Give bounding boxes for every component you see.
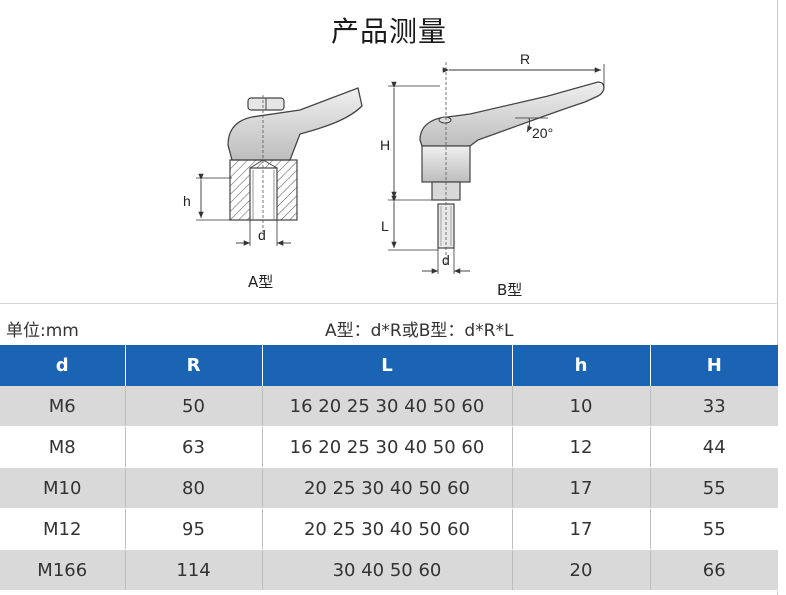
table-row: M8 63 16 20 25 30 40 50 60 12 44	[0, 426, 778, 468]
cell-d: M10	[0, 467, 126, 509]
cell-h-small: 17	[512, 508, 651, 550]
header-h-small: h	[512, 345, 651, 386]
cell-r: 95	[125, 508, 263, 550]
cell-h-large: 55	[650, 508, 778, 550]
cell-d: M12	[0, 508, 126, 550]
cell-r: 80	[125, 467, 263, 509]
unit-label: 单位:mm	[6, 321, 79, 341]
cell-r: 50	[125, 386, 263, 427]
type-b-stud	[437, 203, 455, 249]
page-title: 产品测量	[330, 15, 447, 48]
header-l: L	[262, 345, 513, 386]
cell-h-small: 20	[512, 549, 651, 591]
type-b-l-label: L	[381, 218, 389, 234]
table-row: M12 95 20 25 30 40 50 60 17 55	[0, 508, 778, 550]
cell-l: 20 25 30 40 50 60	[262, 467, 513, 509]
type-a-d-label: d	[258, 227, 266, 243]
table-row: M166 114 30 40 50 60 20 66	[0, 549, 778, 591]
technical-drawing: h d	[183, 51, 605, 274]
table-row: M10 80 20 25 30 40 50 60 17 55	[0, 467, 778, 509]
cell-h-small: 17	[512, 467, 651, 509]
type-a-lever	[227, 87, 363, 161]
cell-l: 16 20 25 30 40 50 60	[262, 386, 513, 427]
cell-l: 16 20 25 30 40 50 60	[262, 426, 513, 468]
type-b-drawing: R H L d 20°	[380, 51, 605, 274]
cell-h-small: 12	[512, 426, 651, 468]
type-a-caption: A型	[248, 273, 274, 291]
type-b-lever	[419, 81, 605, 147]
cell-r: 114	[125, 549, 263, 591]
header-d: d	[0, 345, 126, 386]
table-row: M6 50 16 20 25 30 40 50 60 10 33	[0, 386, 778, 427]
type-a-drawing: h d	[183, 87, 363, 246]
type-a-h-label: h	[183, 193, 191, 209]
cell-h-large: 66	[650, 549, 778, 591]
cell-h-large: 33	[650, 386, 778, 427]
divider	[0, 303, 778, 304]
cell-r: 63	[125, 426, 263, 468]
spec-table: d R L h H M6 50 16 20 25 30 40 50 60 10 …	[0, 345, 778, 591]
cell-h-small: 10	[512, 386, 651, 427]
cell-l: 30 40 50 60	[262, 549, 513, 591]
table-header-row: d R L h H	[0, 345, 778, 386]
type-b-angle-label: 20°	[532, 125, 553, 141]
type-b-d-label: d	[442, 252, 450, 268]
cell-d: M8	[0, 426, 126, 468]
type-b-h-label: H	[380, 137, 390, 153]
header-h-large: H	[650, 345, 778, 386]
cell-d: M166	[0, 549, 126, 591]
header-r: R	[125, 345, 263, 386]
type-b-caption: B型	[497, 281, 523, 299]
type-b-r-label: R	[520, 51, 530, 67]
cell-h-large: 44	[650, 426, 778, 468]
spec-formula: A型：d*R或B型：d*R*L	[325, 321, 514, 341]
cell-l: 20 25 30 40 50 60	[262, 508, 513, 550]
cell-h-large: 55	[650, 467, 778, 509]
cell-d: M6	[0, 386, 126, 427]
